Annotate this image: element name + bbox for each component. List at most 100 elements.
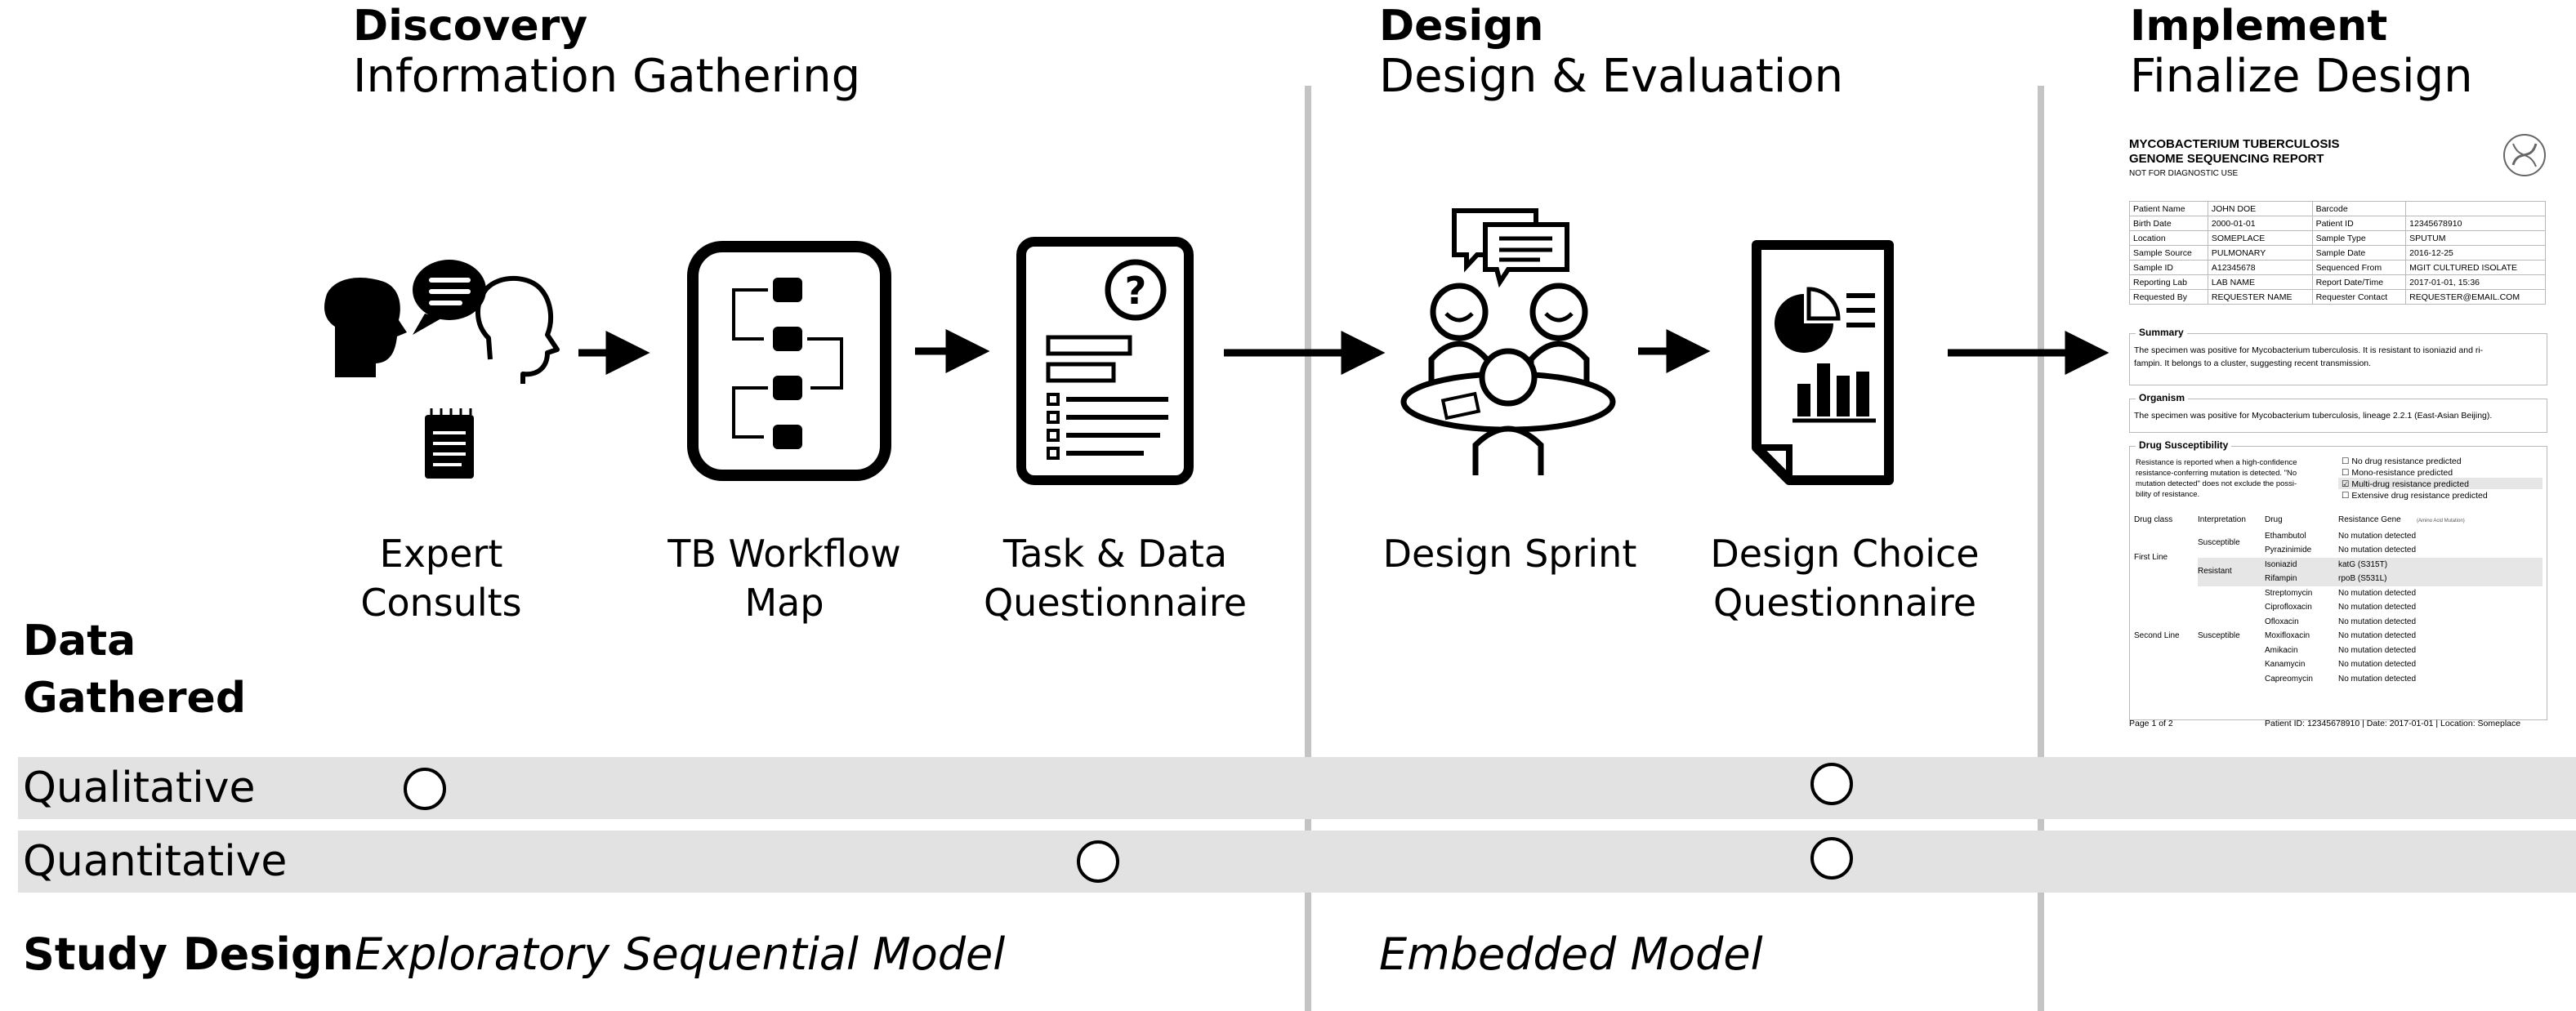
ds-note: Resistance is reported when a high-confi… [2136, 457, 2297, 500]
report-footer-info: Patient ID: 12345678910 | Date: 2017-01-… [2265, 719, 2521, 728]
summary-text-1: The specimen was positive for Mycobacter… [2134, 345, 2484, 355]
quantitative-marker-design-choice [1810, 837, 1853, 880]
step-tb-workflow-map: TB Workflow Map [645, 529, 923, 627]
drug-name: Moxifloxacin [2265, 631, 2310, 640]
patient-info-cell: SPUTUM [2405, 230, 2546, 246]
qualitative-label: Qualitative [23, 764, 256, 813]
drug-name: Pyrazinimide [2265, 546, 2312, 554]
patient-info-cell: Location [2129, 230, 2208, 246]
step-label-line2: Questionnaire [1712, 581, 1977, 625]
organism-text: The specimen was positive for Mycobacter… [2134, 411, 2493, 421]
report-logo-icon [2503, 134, 2546, 176]
phase-title: Discovery [353, 2, 588, 51]
step-design-sprint: Design Sprint [1363, 529, 1657, 578]
ds-option-label: Extensive drug resistance predicted [2351, 491, 2488, 501]
drug-susceptibility-box [2129, 446, 2547, 720]
patient-info-cell: Reporting Lab [2129, 274, 2208, 290]
drug-name: Ethambutol [2265, 531, 2306, 541]
organism-box [2129, 399, 2547, 433]
patient-info-cell: 2017-01-01, 15:36 [2405, 274, 2546, 290]
patient-info-cell: PULMONARY [2207, 245, 2313, 261]
resistance-gene: No mutation detected [2338, 617, 2417, 626]
step-label-line2: Consults [360, 581, 522, 625]
checkbox-icon: ☐ [2342, 457, 2352, 466]
resistance-gene: No mutation detected [2338, 660, 2417, 669]
discovery-model: Exploratory Sequential Model [355, 929, 1006, 980]
patient-info-cell: Sample ID [2129, 260, 2208, 275]
design-model: Embedded Model [1379, 929, 1763, 980]
ds-option: ☑ Multi-drug resistance predicted [2342, 479, 2488, 490]
patient-info-cell: Barcode [2311, 201, 2407, 216]
data-gathered-line2: Gathered [23, 674, 247, 723]
drug-name: Streptomycin [2265, 588, 2313, 598]
resistance-gene: No mutation detected [2338, 674, 2417, 684]
column-header-note: (Amino Acid Mutation) [2417, 519, 2465, 523]
patient-info-cell: Patient Name [2129, 201, 2208, 216]
step-label-line1: TB Workflow [667, 532, 901, 576]
resistance-gene: katG (S315T) [2338, 559, 2388, 569]
patient-info-cell: LAB NAME [2207, 274, 2313, 290]
resistance-gene: No mutation detected [2338, 588, 2417, 598]
patient-info-cell: 2000-01-01 [2207, 216, 2313, 231]
step-task-data-questionnaire: Task & Data Questionnaire [972, 529, 1258, 627]
patient-info-cell: Requested By [2129, 289, 2208, 305]
phase-divider [1305, 86, 1311, 1011]
phase-subtitle: Finalize Design [2130, 50, 2473, 103]
checkbox-icon: ☑ [2342, 479, 2352, 489]
data-gathered-line1: Data [23, 617, 136, 666]
summary-heading: Summary [2136, 327, 2187, 338]
resistance-gene: No mutation detected [2338, 531, 2417, 541]
phase-subtitle: Information Gathering [353, 50, 861, 103]
quantitative-label: Quantitative [23, 837, 288, 886]
drug-name: Isoniazid [2265, 559, 2297, 569]
workflow-icons: ? [324, 208, 2109, 485]
drug-name: Ciprofloxacin [2265, 603, 2312, 612]
column-header: Resistance Gene [2338, 515, 2401, 524]
drug-class: First Line [2134, 552, 2168, 562]
genome-report: MYCOBACTERIUM TUBERCULOSIS GENOME SEQUEN… [2119, 131, 2556, 735]
patient-info-cell: REQUESTER@EMAIL.COM [2405, 289, 2546, 305]
step-label-line1: Design Choice [1710, 532, 1980, 576]
column-header: Interpretation [2198, 515, 2246, 524]
patient-info-cell: 2016-12-25 [2405, 245, 2546, 261]
interpretation: Resistant [2198, 567, 2232, 577]
drug-name: Capreomycin [2265, 674, 2313, 684]
patient-info-cell: Sample Date [2311, 245, 2407, 261]
step-label-line1: Expert [379, 532, 503, 576]
patient-info-cell: Sample Type [2311, 230, 2407, 246]
ds-option: ☐ Extensive drug resistance predicted [2342, 490, 2488, 501]
quantitative-marker-task-data [1077, 840, 1119, 883]
drug-class: Second Line [2134, 631, 2180, 640]
resistance-gene: No mutation detected [2338, 631, 2417, 640]
ds-note-line: bility of resistance. [2136, 490, 2200, 499]
drug-susceptibility-heading: Drug Susceptibility [2136, 439, 2232, 451]
step-design-choice-questionnaire: Design Choice Questionnaire [1690, 529, 2000, 627]
qualitative-marker-expert-consults [404, 768, 446, 810]
workflow-map-icon [687, 241, 891, 481]
qualitative-band [18, 757, 2576, 819]
resistance-table: Drug class Interpretation Drug Resistance G… [2134, 513, 2543, 709]
design-sprint-icon [1400, 208, 1616, 475]
data-gathered-heading: Data Gathered [23, 612, 246, 727]
column-header: Drug class [2134, 515, 2173, 524]
patient-info-cell: Report Date/Time [2311, 274, 2407, 290]
questionnaire-icon: ? [1016, 237, 1194, 485]
phase-title: Design [1379, 2, 1544, 51]
ds-option: ☐ Mono-resistance predicted [2342, 467, 2488, 479]
quantitative-band [18, 831, 2576, 893]
summary-box [2129, 333, 2547, 385]
patient-info-cell: Birth Date [2129, 216, 2208, 231]
report-title-2: GENOME SEQUENCING REPORT [2129, 152, 2324, 166]
drug-name: Rifampin [2265, 574, 2297, 583]
patient-info-cell [2405, 201, 2546, 216]
report-disclaimer: NOT FOR DIAGNOSTIC USE [2129, 169, 2239, 178]
step-label-line1: Task & Data [1002, 532, 1228, 576]
column-header: Drug [2265, 515, 2283, 524]
